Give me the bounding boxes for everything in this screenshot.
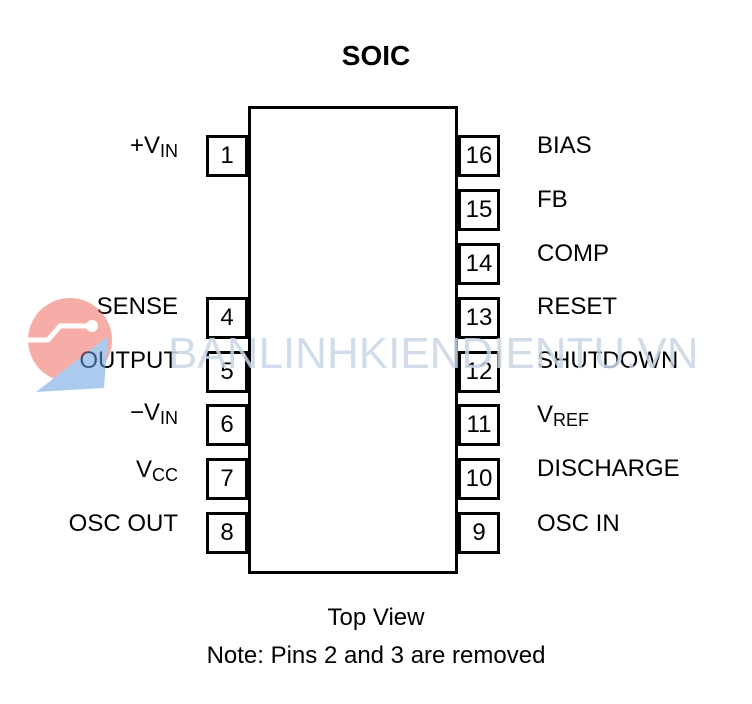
pin-number: 7: [220, 465, 234, 492]
pin-label-4: SENSE: [97, 293, 178, 321]
pin-label-main: FB: [537, 186, 568, 213]
pin-label-main: DISCHARGE: [537, 455, 680, 482]
pin-number: 13: [465, 304, 493, 331]
pin-label-main: SENSE: [96, 293, 178, 320]
pin-label-8: OSC OUT: [69, 510, 178, 538]
pin-label-main: OUTPUT: [79, 347, 178, 374]
pin-label-main: BIAS: [537, 132, 592, 159]
pin-15: 15: [458, 189, 500, 231]
pin-1: 1: [206, 135, 248, 177]
note-caption: Note: Pins 2 and 3 are removed: [206, 642, 546, 669]
pin-13: 13: [458, 297, 500, 339]
pin-number: 11: [466, 411, 492, 438]
pin-label-12: SHUTDOWN: [537, 347, 678, 375]
pin-label-sub: REF: [553, 410, 590, 430]
pin-number: 14: [465, 250, 493, 277]
view-caption: Top View: [327, 604, 425, 631]
pin-number: 5: [220, 358, 234, 385]
pin-label-main: COMP: [537, 240, 609, 267]
pin-number: 15: [465, 196, 493, 223]
pin-label-9: OSC IN: [537, 510, 620, 538]
pin-label-7: VCC: [136, 456, 178, 486]
pin-label-main: SHUTDOWN: [537, 347, 679, 374]
pin-label-sub: IN: [160, 141, 178, 161]
pin-6: 6: [206, 404, 248, 446]
pin-9: 9: [458, 512, 500, 554]
pin-number: 6: [220, 411, 234, 438]
pin-label-main: OSC IN: [537, 510, 620, 537]
pin-label-sub: IN: [160, 408, 178, 428]
ic-body: [248, 106, 458, 574]
pin-label-6: −VIN: [130, 399, 178, 429]
pin-label-main: V: [135, 456, 152, 483]
pin-number: 4: [220, 304, 234, 331]
pin-label-10: DISCHARGE: [537, 455, 680, 483]
pin-label-main: RESET: [537, 293, 618, 320]
pin-label-main: OSC OUT: [68, 510, 178, 537]
pin-number: 16: [465, 142, 493, 169]
pin-14: 14: [458, 243, 500, 285]
pin-label-main: V: [537, 401, 554, 428]
pin-label-5: OUTPUT: [79, 347, 178, 375]
pin-5: 5: [206, 351, 248, 393]
pin-12: 12: [458, 351, 500, 393]
pin-label-14: COMP: [537, 240, 609, 268]
pin-number: 8: [220, 519, 234, 546]
pin-16: 16: [458, 135, 500, 177]
pin-label-13: RESET: [537, 293, 617, 321]
pin-label-1: +VIN: [130, 132, 178, 162]
pin-label-11: VREF: [537, 401, 589, 431]
pin-number: 12: [465, 358, 493, 385]
pin-label-15: FB: [537, 186, 568, 214]
pin-number: 9: [472, 519, 486, 546]
pin-4: 4: [206, 297, 248, 339]
pin-10: 10: [458, 458, 500, 500]
pin-label-main: +V: [129, 132, 160, 159]
pin-8: 8: [206, 512, 248, 554]
pin-label-16: BIAS: [537, 132, 592, 160]
pin-number: 10: [465, 465, 493, 492]
pin-11: 11: [458, 404, 500, 446]
package-title: SOIC: [341, 40, 411, 71]
pin-number: 1: [220, 142, 234, 169]
pin-label-sub: CC: [152, 465, 178, 485]
pin-7: 7: [206, 458, 248, 500]
pin-label-main: −V: [129, 399, 160, 426]
